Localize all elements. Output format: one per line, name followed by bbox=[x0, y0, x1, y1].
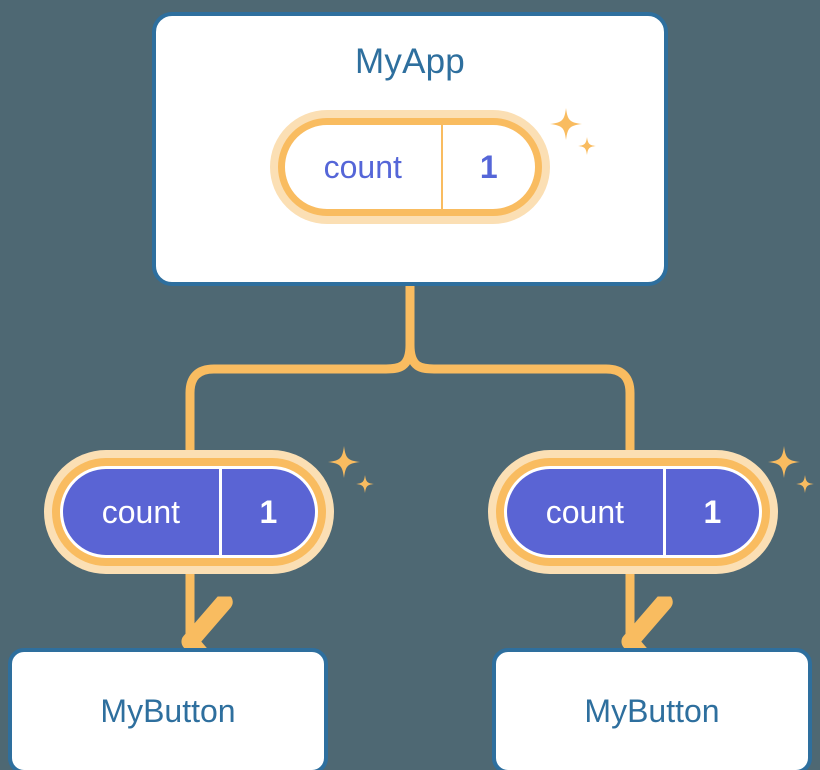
state-pill-child-left-body[interactable]: count 1 bbox=[63, 469, 315, 555]
component-card-mybutton-left[interactable]: MyButton bbox=[8, 648, 328, 770]
connector-branch-right bbox=[405, 340, 635, 457]
component-card-mybutton-right[interactable]: MyButton bbox=[492, 648, 812, 770]
state-pill-child-right-key: count bbox=[507, 469, 666, 555]
state-pill-root-body[interactable]: count 1 bbox=[278, 118, 542, 216]
state-pill-child-right[interactable]: count 1 bbox=[488, 450, 778, 574]
state-pill-child-right-body[interactable]: count 1 bbox=[507, 469, 759, 555]
state-pill-root[interactable]: count 1 bbox=[270, 110, 550, 224]
component-title-mybutton-right: MyButton bbox=[584, 693, 720, 729]
state-pill-child-left-value: 1 bbox=[259, 493, 278, 530]
state-pill-root-key: count bbox=[285, 125, 443, 209]
component-title-myapp: MyApp bbox=[355, 42, 465, 81]
state-pill-root-value: 1 bbox=[479, 148, 498, 185]
component-title-mybutton-left: MyButton bbox=[100, 693, 236, 729]
state-pill-child-left-key: count bbox=[63, 469, 222, 555]
state-pill-child-left[interactable]: count 1 bbox=[44, 450, 334, 574]
state-pill-child-right-value: 1 bbox=[703, 493, 722, 530]
connector-branch-left bbox=[185, 340, 415, 457]
